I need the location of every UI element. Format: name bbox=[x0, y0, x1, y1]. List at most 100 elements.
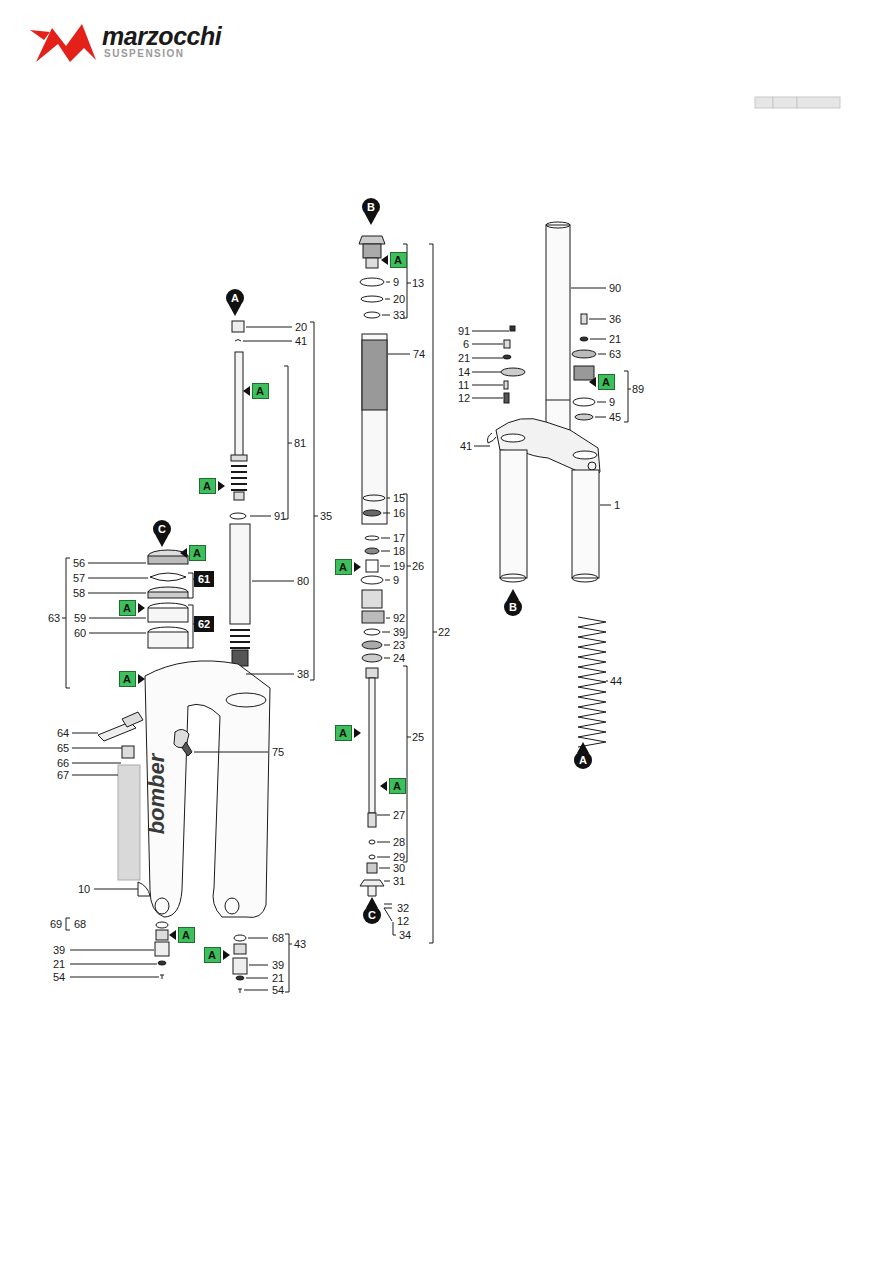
callout-number: 64 bbox=[57, 727, 69, 740]
callout-number: 23 bbox=[393, 639, 405, 652]
brand-name: marzocchi bbox=[102, 22, 221, 50]
marker-letter: A bbox=[256, 385, 264, 397]
callout-number: 21 bbox=[272, 972, 284, 985]
kit-number-box: 62 bbox=[194, 616, 213, 632]
callout-number: 92 bbox=[393, 612, 405, 625]
callout-number: 81 bbox=[294, 437, 306, 450]
callout-number: 31 bbox=[393, 875, 405, 888]
marker-letter: C bbox=[158, 523, 166, 535]
callout-number: 30 bbox=[393, 862, 405, 875]
marker-letter: C bbox=[368, 909, 376, 921]
grease-marker: A bbox=[390, 252, 407, 268]
marker-letter: B bbox=[509, 601, 517, 613]
marker-letter: A bbox=[339, 727, 347, 739]
marker-letter: B bbox=[367, 201, 375, 213]
callout-number: 43 bbox=[294, 938, 306, 951]
callout-number: 25 bbox=[412, 731, 424, 744]
marker-letter: A bbox=[123, 673, 131, 685]
callout-number: 60 bbox=[74, 627, 86, 640]
callout-number: 17 bbox=[393, 532, 405, 545]
callout-number: 32 bbox=[397, 902, 409, 915]
grease-marker: A bbox=[335, 725, 352, 741]
callout-number: 54 bbox=[53, 971, 65, 984]
grease-marker: A bbox=[389, 778, 406, 794]
callout-number: 28 bbox=[393, 836, 405, 849]
callout-number: 58 bbox=[73, 587, 85, 600]
callout-number: 9 bbox=[609, 396, 615, 409]
decal-text: bomber bbox=[145, 753, 169, 834]
callout-number: 1 bbox=[614, 499, 620, 512]
callout-number: 89 bbox=[632, 383, 644, 396]
callout-number: 90 bbox=[609, 282, 621, 295]
callout-number: 27 bbox=[393, 809, 405, 822]
callout-number: 57 bbox=[73, 572, 85, 585]
callout-number: 38 bbox=[297, 668, 309, 681]
callout-number: 91 bbox=[458, 325, 470, 338]
callout-number: 69 bbox=[50, 918, 62, 931]
grease-marker: A bbox=[252, 383, 269, 399]
callout-number: 16 bbox=[393, 507, 405, 520]
view-marker: B bbox=[504, 598, 522, 616]
callout-number: 68 bbox=[272, 932, 284, 945]
view-marker: C bbox=[363, 906, 381, 924]
callout-number: 63 bbox=[48, 612, 60, 625]
callout-number: 26 bbox=[412, 560, 424, 573]
callout-number: 14 bbox=[458, 366, 470, 379]
callout-number: 22 bbox=[438, 626, 450, 639]
kit-number-box: 61 bbox=[194, 571, 213, 587]
callout-number: 68 bbox=[74, 918, 86, 931]
marker-letter: A bbox=[208, 949, 216, 961]
callout-number: 34 bbox=[399, 929, 411, 942]
view-marker: A bbox=[574, 751, 592, 769]
callout-number: 36 bbox=[609, 313, 621, 326]
callout-number: 21 bbox=[458, 352, 470, 365]
marker-letter: A bbox=[579, 754, 587, 766]
view-marker: C bbox=[153, 520, 171, 538]
callout-number: 24 bbox=[393, 652, 405, 665]
grease-marker: A bbox=[199, 478, 216, 494]
callout-number: 44 bbox=[610, 675, 622, 688]
callout-number: 80 bbox=[297, 575, 309, 588]
callout-number: 41 bbox=[460, 440, 472, 453]
callout-number: 15 bbox=[393, 492, 405, 505]
callout-number: 65 bbox=[57, 742, 69, 755]
callout-number: 91 bbox=[274, 510, 286, 523]
marker-letter: A bbox=[123, 602, 131, 614]
marker-letter: 62 bbox=[198, 618, 210, 630]
callout-number: 63 bbox=[609, 348, 621, 361]
marker-letter: A bbox=[203, 480, 211, 492]
callout-number: 66 bbox=[57, 757, 69, 770]
callout-number: 74 bbox=[413, 348, 425, 361]
callout-number: 39 bbox=[272, 959, 284, 972]
grease-marker: A bbox=[598, 374, 615, 390]
marker-letter: 61 bbox=[198, 573, 210, 585]
callout-number: 13 bbox=[412, 277, 424, 290]
callout-number: 11 bbox=[458, 379, 469, 392]
callout-number: 20 bbox=[393, 293, 405, 306]
callout-number: 33 bbox=[393, 309, 405, 322]
callout-number: 9 bbox=[393, 574, 399, 587]
view-marker: B bbox=[362, 198, 380, 216]
callout-number: 35 bbox=[320, 510, 332, 523]
callout-number: 21 bbox=[53, 958, 65, 971]
callout-number: 41 bbox=[295, 335, 307, 348]
grease-marker: A bbox=[119, 671, 136, 687]
grease-marker: A bbox=[119, 600, 136, 616]
grease-marker: A bbox=[335, 559, 352, 575]
callout-number: 59 bbox=[74, 612, 86, 625]
brand-subtitle: SUSPENSION bbox=[104, 48, 185, 60]
marker-letter: A bbox=[394, 254, 402, 266]
callout-number: 6 bbox=[463, 338, 469, 351]
marker-letter: A bbox=[393, 780, 401, 792]
callout-number: 67 bbox=[57, 769, 69, 782]
callout-number: 54 bbox=[272, 984, 284, 997]
callout-number: 18 bbox=[393, 545, 405, 558]
callout-number: 9 bbox=[393, 276, 399, 289]
callout-number: 12 bbox=[397, 915, 409, 928]
callout-number: 20 bbox=[295, 321, 307, 334]
callout-number: 75 bbox=[272, 746, 284, 759]
marker-letter: A bbox=[193, 547, 201, 559]
view-marker: A bbox=[226, 289, 244, 307]
marker-letter: A bbox=[231, 292, 239, 304]
